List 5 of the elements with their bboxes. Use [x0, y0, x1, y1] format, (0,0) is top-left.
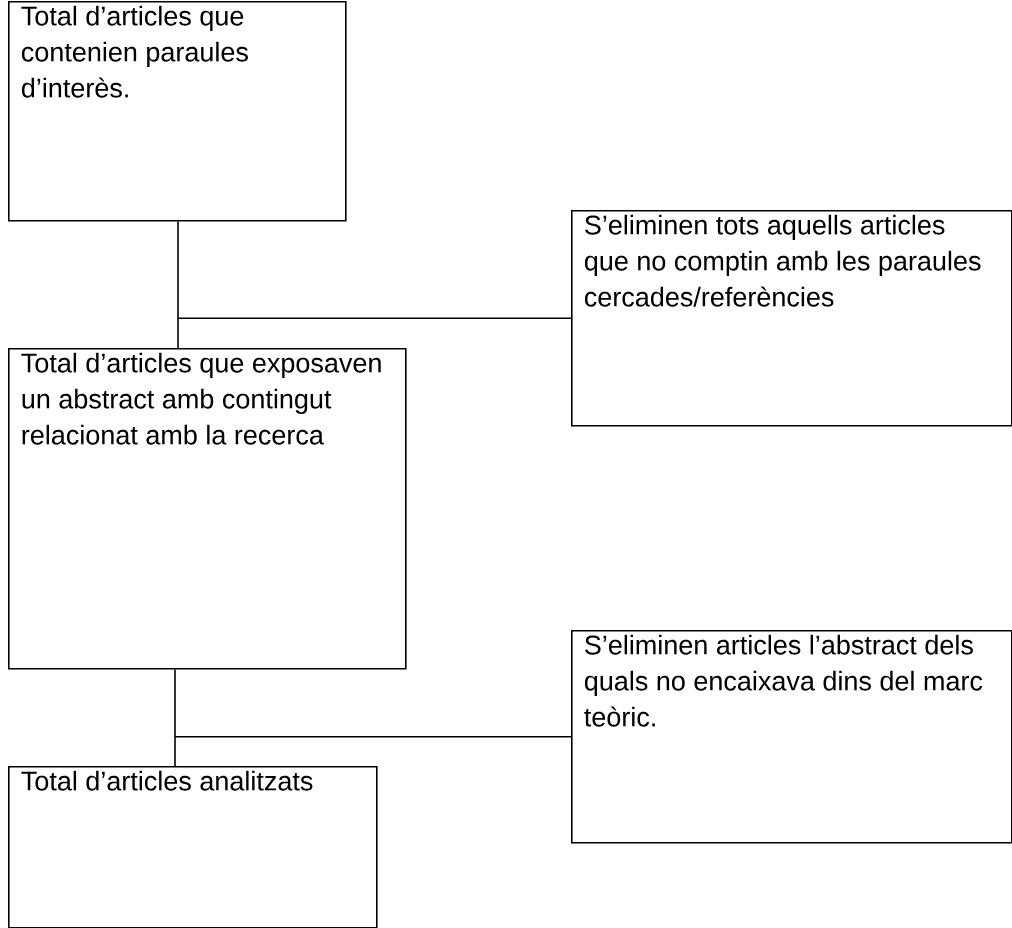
process-box: S’eliminen tots aquells articles que no comptin amb les paraules cercades/referències [571, 210, 1012, 427]
process-box: Total d’articles analitzats [8, 766, 378, 928]
process-box: Total d’articles que exposaven un abstract amb contingut relacionat amb la recerca [8, 348, 407, 670]
process-box: S’eliminen articles l’abstract dels quals no encaixava dins del marc teòric. [571, 630, 1012, 844]
process-box: Total d’articles que contenien paraules d’interès. [8, 1, 347, 222]
